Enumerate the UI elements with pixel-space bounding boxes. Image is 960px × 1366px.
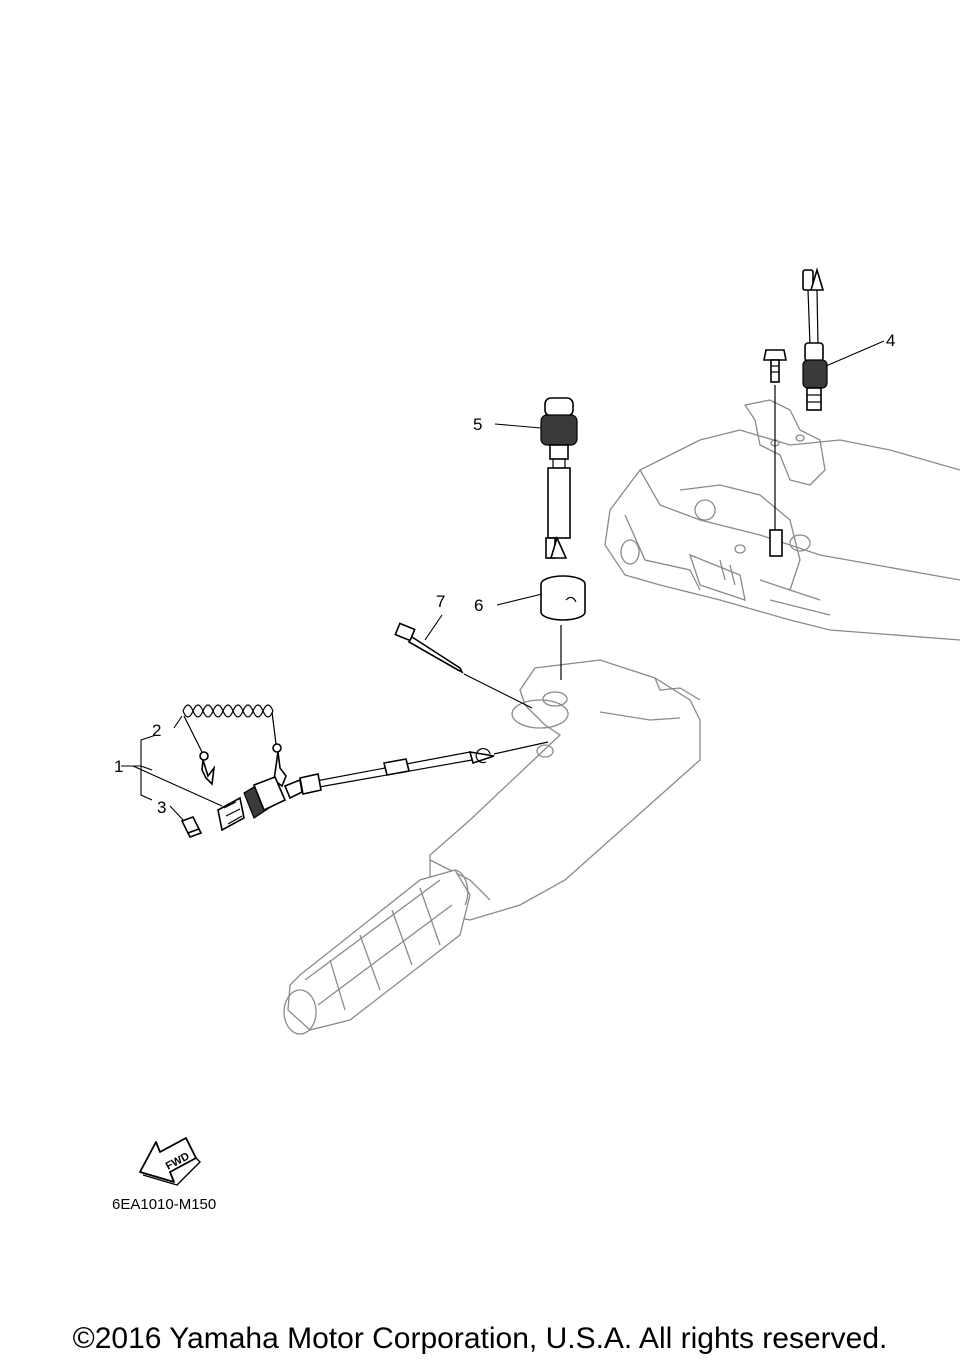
callout-1: 1 — [114, 757, 123, 776]
part-5-switch — [540, 397, 578, 559]
part-3-cap — [180, 816, 203, 838]
part-1-stop-switch — [217, 741, 549, 832]
diagram-code: 6EA1010-M150 — [112, 1196, 217, 1213]
part-2-lanyard — [182, 704, 287, 788]
callout-5: 5 — [473, 415, 482, 434]
engine-bracket-outline — [604, 399, 960, 641]
callout-6: 6 — [474, 596, 483, 615]
part-7-cable-tie — [394, 622, 533, 709]
fwd-arrow-icon: FWD — [139, 1137, 201, 1186]
tiller-handle-outline — [283, 659, 701, 1035]
callout-7: 7 — [436, 592, 445, 611]
callout-3: 3 — [157, 798, 166, 817]
callout-4: 4 — [886, 331, 895, 350]
callout-2: 2 — [152, 721, 161, 740]
copyright-notice: ©2016 Yamaha Motor Corporation, U.S.A. A… — [72, 1322, 888, 1355]
leader-lines — [121, 340, 885, 822]
part-6-grommet — [540, 575, 586, 680]
part-4-neutral-switch — [763, 267, 828, 557]
